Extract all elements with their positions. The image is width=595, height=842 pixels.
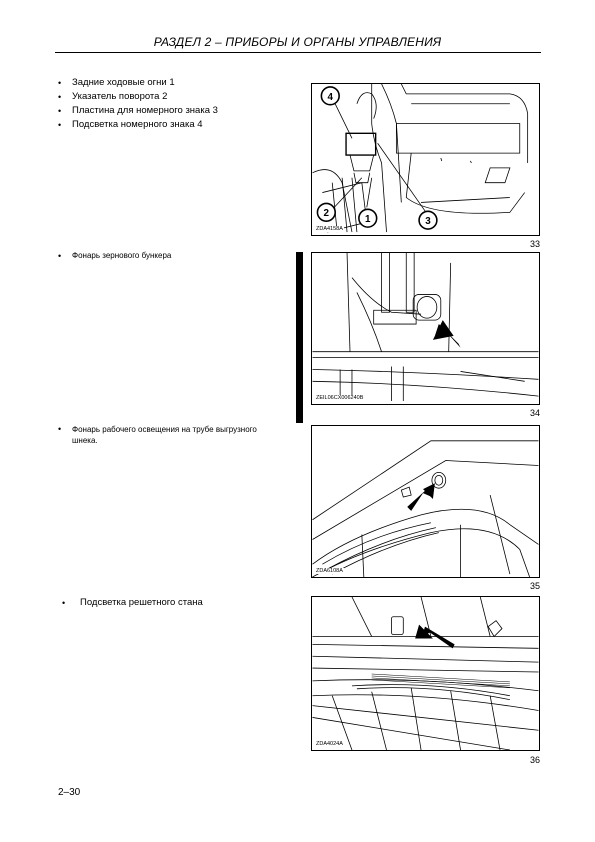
figure-number: 36 [529,755,540,765]
header-rule [55,52,541,53]
bullet-list-rear-lights: Задние ходовые огни 1 Указатель поворота… [58,76,288,132]
figure-code: ZDA4024A [315,741,344,747]
list-item: Подсветка номерного знака 4 [58,118,288,132]
figure-35-illustration: ZDA6108A [311,425,540,578]
list-item: Задние ходовые огни 1 [58,76,288,90]
figure-number: 35 [529,581,540,591]
callout-1: 1 [365,214,371,225]
revision-bar [296,252,303,423]
figure-code: ZDA4158A [315,226,344,232]
bullet-list-grain-tank-lamp: Фонарь зернового бункера [58,249,288,263]
figure-33-illustration: 4 2 1 3 ZDA4158A [311,83,540,236]
figure-number: 33 [529,239,540,249]
figure-34-illustration: ZEIL06CX006240B [311,252,540,405]
list-item: Фонарь рабочего освещения на трубе выгру… [58,424,278,446]
callout-2: 2 [324,208,330,219]
bullet-list-auger-work-light: Фонарь рабочего освещения на трубе выгру… [58,424,278,446]
callout-3: 3 [425,216,431,227]
auger-work-light-drawing [312,440,539,577]
figure-36-illustration: ZDA4024A [311,596,540,751]
figure-number: 34 [529,408,540,418]
list-item: Пластина для номерного знака 3 [58,104,288,118]
bullet-list-sieve-light: Подсветка решетного стана [58,596,278,610]
grain-tank-lamp-drawing [312,253,539,402]
figure-code: ZEIL06CX006240B [315,395,365,401]
list-item: Фонарь зернового бункера [58,249,288,263]
section-title: РАЗДЕЛ 2 – ПРИБОРЫ И ОРГАНЫ УПРАВЛЕНИЯ [153,35,442,49]
list-item: Указатель поворота 2 [58,90,288,104]
figure-code: ZDA6108A [315,568,344,574]
callout-circles: 4 2 1 3 [316,86,438,230]
rear-lights-drawing: 4 2 1 3 [312,84,529,233]
page-number: 2–30 [58,787,81,798]
sieve-light-drawing [312,597,539,750]
list-item: Подсветка решетного стана [58,596,278,610]
callout-4: 4 [328,92,334,103]
